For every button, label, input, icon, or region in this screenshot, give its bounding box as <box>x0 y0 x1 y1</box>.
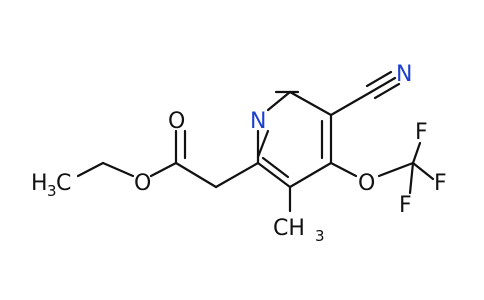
fluorine-label-1: F <box>415 120 428 145</box>
bond-o-cf3 <box>377 161 415 178</box>
triple-bond-b <box>365 70 393 88</box>
bond-c2-c3 <box>288 90 333 117</box>
ethyl-acetate-chain <box>76 129 260 189</box>
bond-n-c6 <box>256 129 270 159</box>
bond-c3-cn <box>329 90 373 117</box>
terminal-methyl-c: C <box>56 171 71 196</box>
bond-cf3-f2 <box>411 161 435 181</box>
carbonyl-oxygen-label: O <box>168 109 185 134</box>
trifluoromethoxy-group <box>329 141 435 195</box>
ester-oxygen-label: O <box>134 171 151 196</box>
triple-bond-a <box>369 76 397 94</box>
bond-ch2-ch3 <box>76 161 105 178</box>
ring-methyl-subscript: 3 <box>315 227 325 245</box>
pyridine-ring <box>256 90 333 189</box>
ether-oxygen-label: O <box>358 171 375 196</box>
bond-c6-ch2 <box>214 161 260 189</box>
nitrile-group <box>329 70 401 117</box>
bond-n-c2 <box>266 90 292 112</box>
triple-bond-c <box>373 82 401 100</box>
ring-nitrogen-label: N <box>250 109 266 134</box>
bond-c5-c6-inner <box>261 156 290 179</box>
bond-c4-o <box>329 161 358 178</box>
bond-ch2-co <box>174 161 218 189</box>
bond-co-oester <box>149 161 178 178</box>
ring-methyl-ch: CH <box>273 216 305 241</box>
bond-c5-c6 <box>256 161 292 189</box>
terminal-methyl-subscript: 3 <box>47 182 57 200</box>
bond-oester-ch2 <box>101 161 135 178</box>
bond-cf3-f1 <box>411 141 422 165</box>
bond-c4-c5 <box>288 161 333 189</box>
terminal-methyl-h: H <box>31 171 48 196</box>
bond-cf3-f3 <box>408 161 415 195</box>
fluorine-label-2: F <box>434 171 447 196</box>
fluorine-label-3: F <box>399 193 412 218</box>
nitrile-nitrogen-label: N <box>396 62 412 87</box>
